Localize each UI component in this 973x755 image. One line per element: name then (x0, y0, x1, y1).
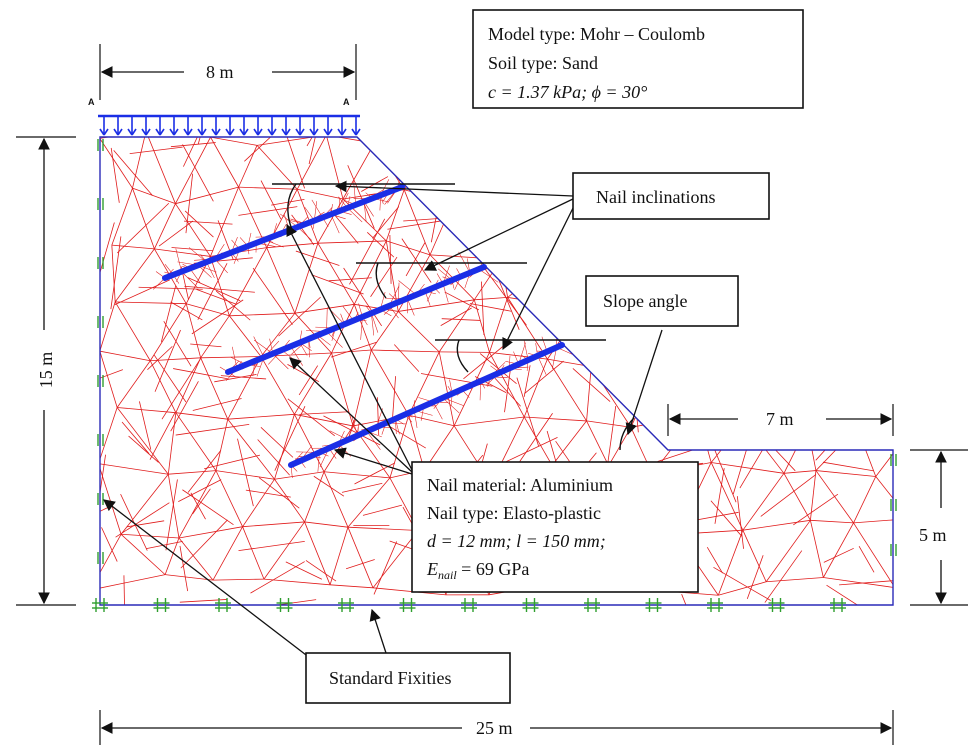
left-fixities (97, 139, 104, 564)
dim-total-width-label: 25 m (476, 718, 513, 738)
dim-toe-width-label: 7 m (766, 409, 794, 429)
soil-type-text: Soil type: Sand (488, 53, 598, 73)
nail-inclinations-callout: Nail inclinations (334, 172, 770, 351)
surcharge-load (98, 114, 361, 136)
dim-total-width: 25 m (99, 710, 894, 745)
dim-top-width: 8 m (99, 44, 357, 100)
slope-angle-callout: Slope angle (585, 275, 739, 436)
dim-toe-height-label: 5 m (919, 525, 947, 545)
nail-3 (288, 342, 565, 468)
bottom-fixities (92, 598, 846, 612)
nail-material-callout: Nail material: Aluminium Nail type: Elas… (286, 223, 699, 593)
model-info-box: Model type: Mohr – Coulomb Soil type: Sa… (472, 9, 804, 109)
soil-params-text: c = 1.37 kPa; ϕ = 30° (488, 82, 647, 102)
dim-toe-width: 7 m (667, 404, 894, 436)
model-type-text: Model type: Mohr – Coulomb (488, 24, 705, 44)
right-fixities (890, 454, 897, 556)
nail-inclinations-label: Nail inclinations (596, 187, 715, 207)
dim-height-label: 15 m (36, 352, 56, 389)
point-a-right: A (343, 97, 350, 107)
nail-1 (162, 184, 405, 281)
nail-type-text: Nail type: Elasto-plastic (427, 503, 601, 523)
nail-modulus-text: Enail = 69 GPa (426, 559, 529, 582)
dim-toe-height: 5 m (910, 449, 968, 606)
dim-height: 15 m (16, 136, 76, 606)
nail-2 (225, 264, 487, 375)
nail-material-text: Nail material: Aluminium (427, 475, 613, 495)
point-a-left: A (88, 97, 95, 107)
model-boundary (99, 136, 894, 606)
standard-fixities-callout: Standard Fixities (103, 499, 511, 704)
soil-nails (162, 184, 565, 468)
standard-fixities-label: Standard Fixities (329, 668, 452, 688)
nail-dimensions-text: d = 12 mm; l = 150 mm; (427, 531, 606, 551)
slope-angle-label: Slope angle (603, 291, 687, 311)
dim-top-width-label: 8 m (206, 62, 234, 82)
